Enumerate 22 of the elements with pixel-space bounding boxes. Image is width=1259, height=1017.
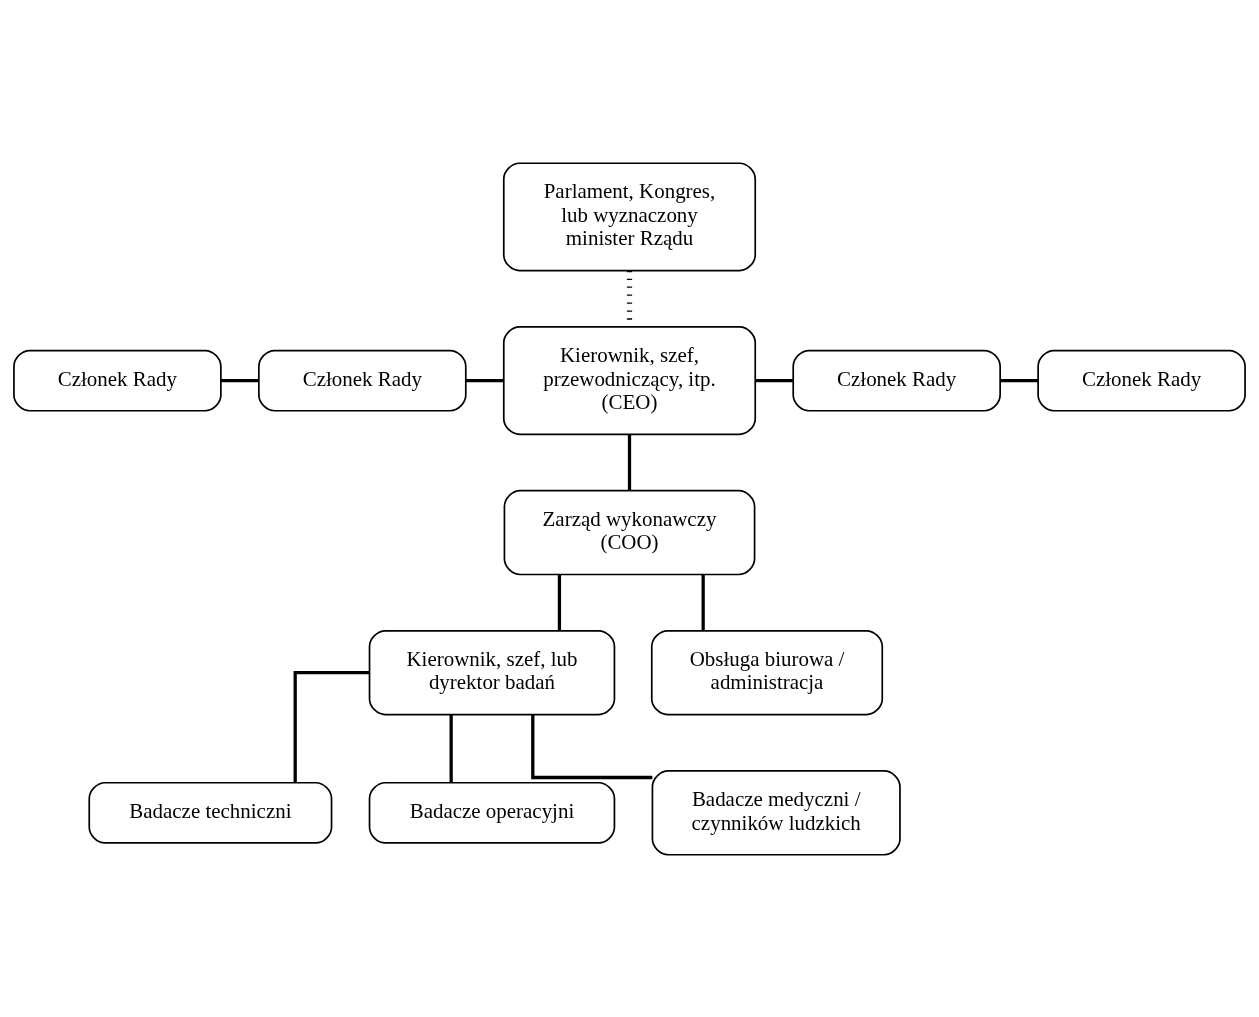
node-box: Badacze techniczni	[88, 781, 333, 844]
node-box: Kierownik, szef, przewodniczący, itp. (CEO)	[502, 325, 757, 435]
node-box: Kierownik, szef, lub dyrektor badań	[368, 629, 616, 715]
node-box: Członek Rady	[1037, 349, 1246, 412]
node-box: Zarząd wykonawczy (COO)	[503, 489, 756, 575]
connector	[293, 670, 370, 782]
connector	[220, 378, 259, 382]
node-box: Członek Rady	[13, 349, 222, 412]
node-box: Badacze operacyjni	[368, 781, 616, 844]
node-box: Członek Rady	[258, 349, 467, 412]
node-box: Parlament, Kongres, lub wyznaczony minister Rządu	[502, 161, 757, 271]
connector	[557, 574, 562, 631]
connector	[466, 378, 504, 382]
connector	[449, 714, 453, 782]
node-box: Badacze medyczni / czynników ludzkich	[651, 769, 901, 856]
node-box: Członek Rady	[792, 349, 1001, 412]
connector	[755, 378, 793, 382]
connector	[627, 434, 632, 490]
node-box: Obsługa biurowa / administracja	[650, 629, 884, 715]
connector	[1000, 378, 1039, 382]
connector	[531, 714, 653, 779]
connector	[701, 574, 705, 631]
